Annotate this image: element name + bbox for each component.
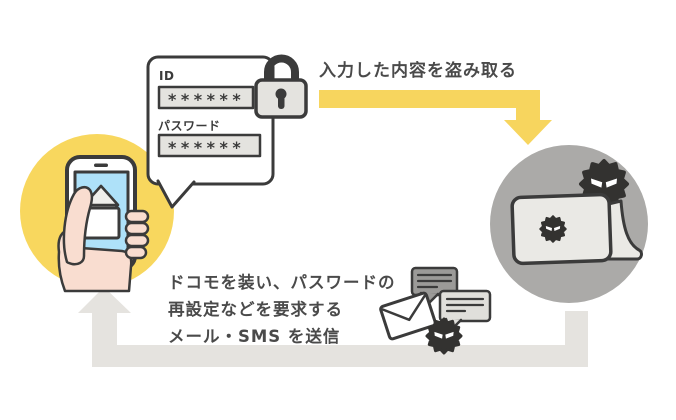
password-field [157, 133, 262, 158]
smartphone-icon [57, 155, 150, 293]
steal-arrow [317, 88, 556, 148]
hand-fingers [124, 209, 150, 260]
attacker-group [510, 159, 643, 266]
id-field [157, 85, 255, 110]
send-label-line2: 再設定などを要求する [168, 299, 343, 319]
steal-arrow-label: 入力した内容を盗み取る [319, 60, 517, 81]
credential-bubble: ID ****** パスワード ****** [146, 54, 308, 209]
password-label: パスワード [158, 119, 221, 133]
envelope-icon [379, 291, 437, 341]
hand-thumb [62, 185, 94, 266]
send-label-line3: メール・SMS を送信 [168, 326, 340, 346]
send-arrow [78, 287, 588, 367]
bubble-tail [156, 179, 196, 209]
phishing-messages [379, 266, 492, 355]
id-value: ****** [168, 90, 245, 109]
phone-speaker [94, 163, 108, 167]
padlock-icon [254, 54, 308, 119]
send-label-line1: ドコモを装い、パスワードの [168, 272, 396, 292]
password-value: ****** [168, 138, 245, 157]
id-label: ID [159, 69, 174, 83]
